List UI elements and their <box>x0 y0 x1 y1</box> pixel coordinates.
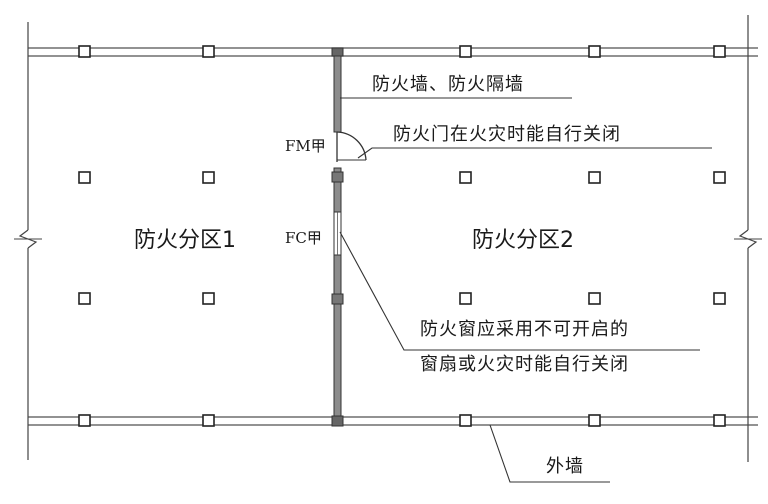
column <box>459 171 472 184</box>
right-break-line <box>734 15 762 462</box>
column <box>713 292 726 305</box>
zone-1-label: 防火分区1 <box>134 228 236 253</box>
column <box>713 45 726 58</box>
exterior-wall-leader <box>489 424 610 483</box>
column <box>713 171 726 184</box>
column <box>588 414 601 427</box>
column <box>202 45 215 58</box>
column <box>588 171 601 184</box>
bottom-exterior-wall <box>28 416 758 426</box>
columns-row-3 <box>78 292 726 305</box>
exterior-wall-note: 外墙 <box>546 456 584 477</box>
window-code-label: FC甲 <box>285 229 322 247</box>
column <box>202 171 215 184</box>
column <box>588 45 601 58</box>
columns-top-row <box>78 45 726 58</box>
firewall-note: 防火墙、防火隔墙 <box>372 74 524 95</box>
leader-lines <box>339 97 712 483</box>
column <box>78 45 91 58</box>
top-exterior-wall <box>28 47 758 57</box>
column <box>588 292 601 305</box>
door-code-label: FM甲 <box>285 137 326 155</box>
firewall <box>331 47 344 427</box>
window-note-line2: 窗扇或火灾时能自行关闭 <box>420 354 629 375</box>
door-note: 防火门在火灾时能自行关闭 <box>393 124 621 145</box>
fire-window <box>333 211 342 256</box>
zone-2-label: 防火分区2 <box>472 228 574 253</box>
column <box>459 414 472 427</box>
column <box>202 292 215 305</box>
window-note-line1: 防火窗应采用不可开启的 <box>420 319 629 340</box>
window-leader <box>339 231 700 351</box>
left-break-line <box>14 22 42 460</box>
door-leader <box>357 147 712 159</box>
columns-bottom-row <box>78 414 726 427</box>
column <box>713 414 726 427</box>
fire-door <box>336 131 367 162</box>
column <box>202 414 215 427</box>
columns-row-2 <box>78 171 726 184</box>
column <box>459 292 472 305</box>
column <box>78 171 91 184</box>
column <box>78 414 91 427</box>
column <box>459 45 472 58</box>
column <box>78 292 91 305</box>
